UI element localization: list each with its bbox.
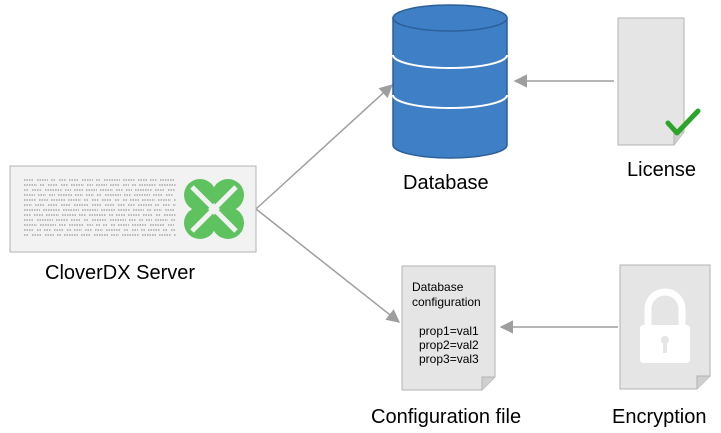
config-property-1: prop1=val1 xyxy=(419,324,479,338)
server-text-lines xyxy=(24,179,176,236)
config-property-3: prop3=val3 xyxy=(419,352,479,366)
database-icon xyxy=(392,4,508,159)
config-heading-line2: configuration xyxy=(412,295,481,309)
server-label: CloverDX Server xyxy=(45,262,196,284)
config-property-2: prop2=val2 xyxy=(419,338,479,352)
config-heading-line1: Database xyxy=(412,280,464,294)
checkmark-icon xyxy=(665,108,701,136)
license-document-icon xyxy=(617,17,701,146)
configuration-file-label: Configuration file xyxy=(371,406,522,428)
clover-logo-icon xyxy=(184,179,244,239)
license-label: License xyxy=(627,159,696,181)
server-icon xyxy=(9,165,257,253)
lock-icon xyxy=(640,288,690,363)
arrow-server-to-configuration xyxy=(255,208,401,323)
encryption-label: Encryption xyxy=(612,406,707,428)
arrow-server-to-database xyxy=(255,84,393,210)
configuration-document-icon xyxy=(401,265,496,391)
encryption-document-icon xyxy=(619,264,711,390)
database-label: Database xyxy=(403,172,489,194)
